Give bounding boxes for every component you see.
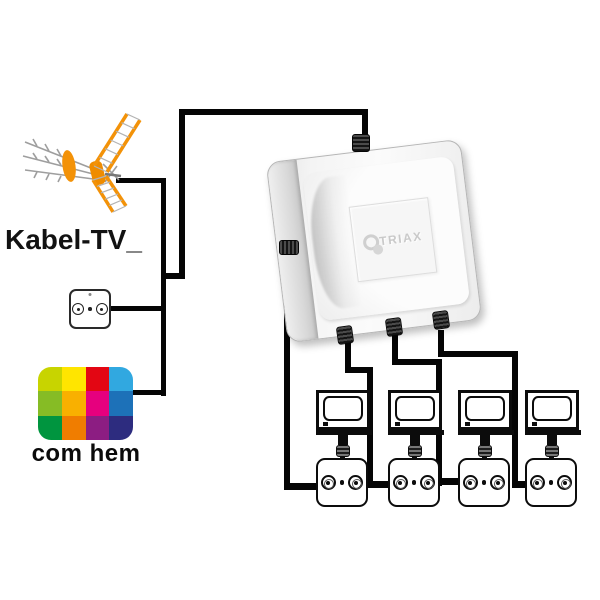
antenna-wall-outlet-icon xyxy=(525,458,577,507)
f-connector-input-top xyxy=(352,134,370,152)
tv-icon xyxy=(525,390,579,430)
comhem-logo-tile xyxy=(61,391,86,416)
triax-logo: TRIAX xyxy=(362,223,424,256)
coax-port-icon xyxy=(392,475,408,490)
coax-port-icon xyxy=(529,475,545,490)
tv-cable xyxy=(547,434,557,445)
comhem-logo-tile xyxy=(109,415,133,440)
kabel-tv-label: Kabel-TV_ xyxy=(5,224,142,255)
tv-cable xyxy=(410,434,420,445)
comhem-logo-tile xyxy=(85,415,110,440)
tv-button xyxy=(395,422,400,426)
cable-into-outlet-4 xyxy=(512,481,530,488)
cable-out2-jog xyxy=(392,359,442,365)
outlet-center-dot xyxy=(411,480,417,485)
comhem-label: com hem xyxy=(31,440,141,467)
cable-out3-drop xyxy=(438,330,444,357)
comhem-logo-tile xyxy=(38,367,62,392)
tv-screen xyxy=(323,396,363,421)
cable-outlet-feed xyxy=(108,306,164,311)
comhem-logo-tile xyxy=(109,391,133,416)
comhem-logo xyxy=(38,367,133,440)
tv-button xyxy=(465,422,470,426)
f-connector-output-left xyxy=(279,240,299,255)
f-connector-output-2 xyxy=(384,316,404,338)
comhem-logo-tile xyxy=(61,415,86,440)
tv-screen xyxy=(395,396,435,421)
tv-screen xyxy=(465,396,505,421)
amplifier-brand-text: TRIAX xyxy=(378,229,424,249)
tv-outlet-group xyxy=(525,390,581,508)
antenna-wall-outlet-icon xyxy=(316,458,368,507)
tv-base xyxy=(388,430,444,435)
coax-port-icon xyxy=(557,475,573,490)
cable-out3-vertical xyxy=(512,351,518,486)
tv-icon xyxy=(458,390,512,430)
tv-icon xyxy=(388,390,442,430)
comhem-logo-tile xyxy=(61,367,86,392)
coax-port-icon xyxy=(348,475,364,490)
coax-port-icon xyxy=(462,475,478,490)
tv-cable xyxy=(480,434,490,445)
outlet-center-dot xyxy=(481,480,487,485)
cable-amp-left-out xyxy=(284,256,290,490)
tv-screen xyxy=(532,396,572,421)
cable-riser xyxy=(179,109,185,279)
tv-outlet-group xyxy=(458,390,514,508)
cable-jog xyxy=(161,273,185,279)
comhem-logo-tile xyxy=(85,367,110,392)
cable-top-horizontal xyxy=(179,109,368,115)
tv-button xyxy=(532,422,537,426)
cable-out1-vertical xyxy=(367,367,373,488)
comhem-logo-tile xyxy=(38,415,62,440)
tv-base xyxy=(316,430,372,435)
f-connector-output-1 xyxy=(335,324,355,346)
antenna-icon xyxy=(22,113,142,213)
tv-base xyxy=(458,430,514,435)
cable-out2-drop xyxy=(392,332,398,365)
amplifier-label-area: TRIAX xyxy=(348,197,438,283)
tv-outlet-group xyxy=(316,390,372,508)
coax-port-icon xyxy=(320,475,336,490)
coax-port-icon xyxy=(95,303,108,315)
f-connector-output-3 xyxy=(431,309,451,331)
comhem-color-grid xyxy=(38,367,133,440)
antenna-wall-outlet-icon xyxy=(388,458,440,507)
antenna-wall-outlet-icon xyxy=(458,458,510,507)
comhem-logo-tile xyxy=(38,391,62,416)
tv-icon xyxy=(316,390,370,430)
comhem-logo-tile xyxy=(109,367,133,392)
coax-port-icon xyxy=(420,475,436,490)
tv-cable xyxy=(338,434,348,445)
cable-into-outlet-3 xyxy=(436,478,462,485)
comhem-logo-tile xyxy=(85,391,110,416)
outlet-screw xyxy=(88,293,92,296)
tv-base xyxy=(525,430,581,435)
tv-button xyxy=(323,422,328,426)
cable-drop-to-amplifier xyxy=(362,109,368,139)
outlet-center-dot xyxy=(339,480,345,485)
cable-comhem-feed xyxy=(130,390,164,395)
cable-out1-drop xyxy=(345,340,351,373)
outlet-center-dot xyxy=(548,480,554,485)
cable-bus-vertical xyxy=(161,178,166,396)
outlet-center-dot xyxy=(88,307,92,311)
coax-port-icon xyxy=(72,303,85,315)
cable-out3-jog xyxy=(438,351,518,357)
cable-out1-jog xyxy=(345,367,373,373)
cable-into-outlet-2 xyxy=(367,481,392,488)
coax-port-icon xyxy=(490,475,506,490)
cable-antenna-feed xyxy=(116,178,166,183)
wall-outlet-icon xyxy=(69,289,111,329)
tv-outlet-group xyxy=(388,390,444,508)
cable-into-outlet-1 xyxy=(286,483,320,490)
